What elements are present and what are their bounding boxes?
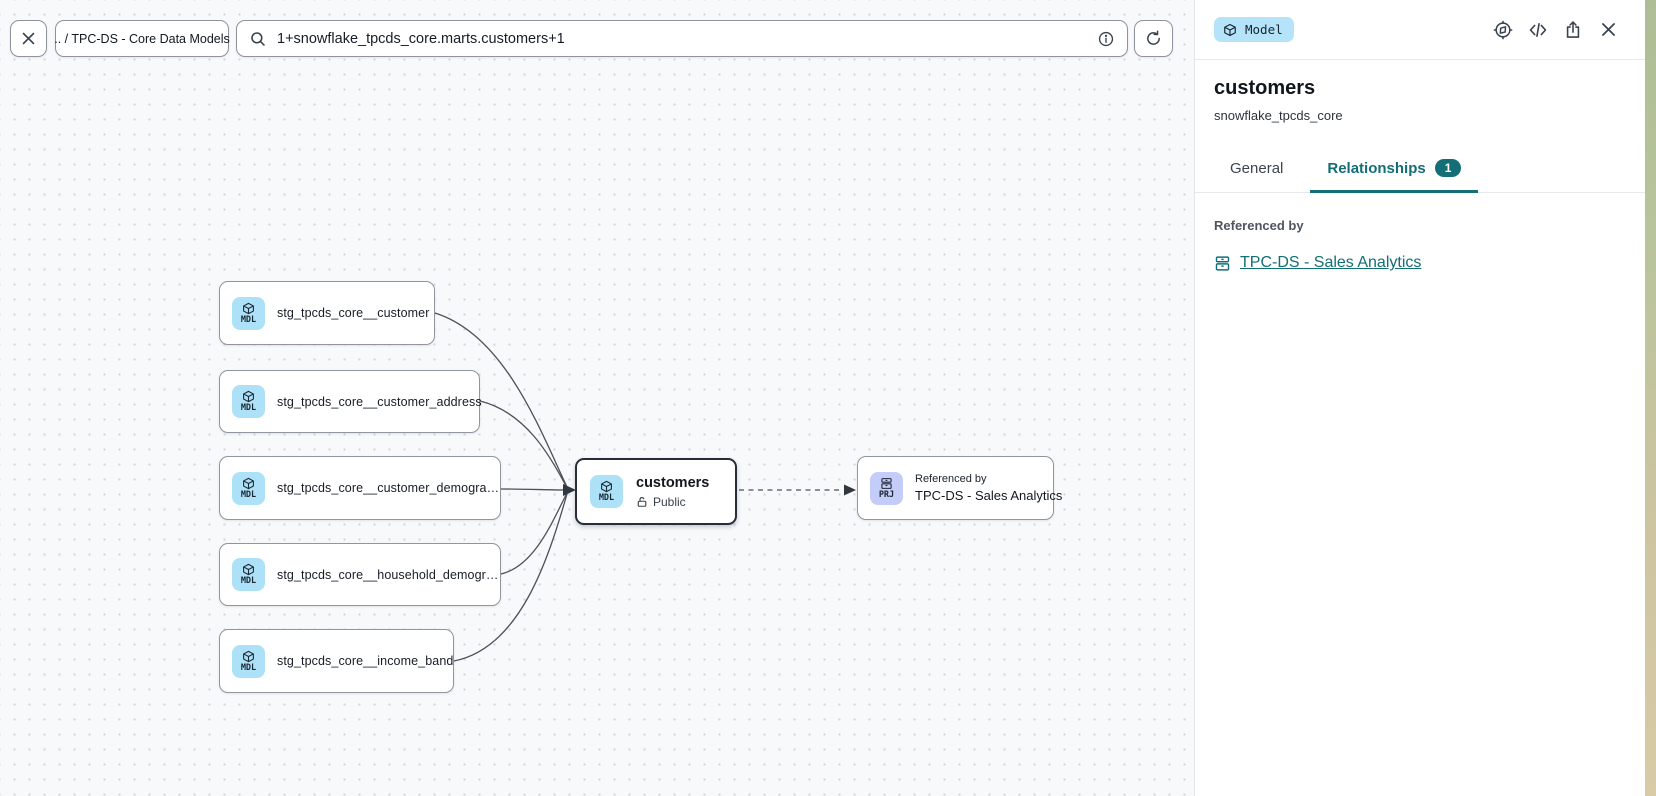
page-title: customers <box>1214 77 1316 99</box>
node-stg-household-demographics[interactable]: MDL stg_tpcds_core__household_demogr… <box>219 543 501 606</box>
model-type-icon: MDL <box>232 471 265 505</box>
cube-icon <box>1224 23 1236 36</box>
panel-header: Model <box>1195 0 1645 60</box>
explore-lineage-button[interactable] <box>1493 20 1513 40</box>
cube-icon <box>243 477 254 489</box>
lineage-search <box>236 20 1128 57</box>
share-icon <box>1566 20 1580 38</box>
node-stg-income-band[interactable]: MDL stg_tpcds_core__income_band <box>219 629 454 693</box>
cube-icon <box>243 564 254 576</box>
share-button[interactable] <box>1563 20 1583 40</box>
drawer-icon <box>881 477 892 489</box>
lineage-edges <box>434 312 856 662</box>
panel-tabs: General Relationships 1 <box>1195 150 1645 194</box>
node-type-code: MDL <box>240 489 257 500</box>
schema-subtitle: snowflake_tpcds_core <box>1214 108 1343 123</box>
model-type-icon: MDL <box>232 385 265 418</box>
cube-icon <box>243 302 254 314</box>
referenced-by-label: Referenced by <box>1214 218 1304 234</box>
model-type-icon: MDL <box>590 475 623 508</box>
model-type-icon: MDL <box>232 644 265 678</box>
cube-icon <box>243 650 254 662</box>
node-type-code: MDL <box>240 662 257 673</box>
node-label: stg_tpcds_core__customer_demogra… <box>277 481 500 495</box>
breadcrumb-label: .. / TPC-DS - Core Data Models <box>54 31 230 46</box>
visibility-label: Public <box>653 494 686 509</box>
project-type-icon: PRJ <box>870 471 903 505</box>
node-label: stg_tpcds_core__customer <box>277 306 430 320</box>
search-input[interactable] <box>277 30 1087 47</box>
breadcrumb[interactable]: .. / TPC-DS - Core Data Models <box>54 20 230 57</box>
tab-label: Relationships <box>1327 159 1426 177</box>
node-type-code: MDL <box>598 493 615 504</box>
relationships-count-badge: 1 <box>1434 159 1462 178</box>
view-code-button[interactable] <box>1528 20 1548 40</box>
details-panel: Model customers snowflake_tpcds_core <box>1194 0 1645 796</box>
referenced-project-link[interactable]: TPC-DS - Sales Analytics <box>1240 254 1422 272</box>
node-label: stg_tpcds_core__customer_address <box>277 394 482 409</box>
type-badge-label: Model <box>1245 22 1283 37</box>
tab-relationships[interactable]: Relationships 1 <box>1310 150 1479 194</box>
node-stg-customer-demographics[interactable]: MDL stg_tpcds_core__customer_demogra… <box>219 456 501 520</box>
drawer-icon <box>1214 255 1231 272</box>
node-stg-customer-address[interactable]: MDL stg_tpcds_core__customer_address <box>219 370 482 433</box>
node-type-code: MDL <box>240 403 257 414</box>
refresh-icon <box>1147 30 1160 45</box>
unlock-icon <box>637 496 647 507</box>
node-stg-customer[interactable]: MDL stg_tpcds_core__customer <box>219 281 435 345</box>
code-icon <box>1529 22 1547 37</box>
cube-icon <box>601 481 612 493</box>
type-badge-model: Model <box>1214 17 1294 42</box>
node-type-code: MDL <box>240 314 257 325</box>
search-icon <box>251 31 265 46</box>
model-type-icon: MDL <box>232 558 265 591</box>
node-label: stg_tpcds_core__income_band <box>277 654 454 668</box>
node-customers-selected[interactable]: MDL customers Public <box>575 458 737 525</box>
node-title: customers <box>636 474 710 491</box>
desktop-wallpaper-sliver <box>1645 0 1656 796</box>
cube-icon <box>243 391 254 403</box>
node-title: TPC-DS - Sales Analytics <box>915 488 1063 503</box>
refresh-button[interactable] <box>1134 20 1173 57</box>
close-icon <box>22 32 35 45</box>
close-icon <box>1601 23 1615 36</box>
node-label: stg_tpcds_core__household_demogr… <box>277 567 499 582</box>
lineage-canvas[interactable]: MDL stg_tpcds_core__customer MDL stg_tpc… <box>0 0 1194 796</box>
node-referenced-project[interactable]: PRJ Referenced by TPC-DS - Sales Analyti… <box>857 456 1062 520</box>
compass-icon <box>1493 20 1513 39</box>
node-type-code: MDL <box>240 576 257 587</box>
node-type-code: PRJ <box>878 489 895 500</box>
tab-general[interactable]: General <box>1213 150 1300 193</box>
node-kicker: Referenced by <box>915 473 987 485</box>
info-icon[interactable] <box>1097 30 1115 48</box>
close-panel-button[interactable] <box>1598 20 1618 40</box>
close-lineage-button[interactable] <box>10 20 47 57</box>
tab-label: General <box>1230 159 1284 177</box>
model-type-icon: MDL <box>232 296 265 330</box>
